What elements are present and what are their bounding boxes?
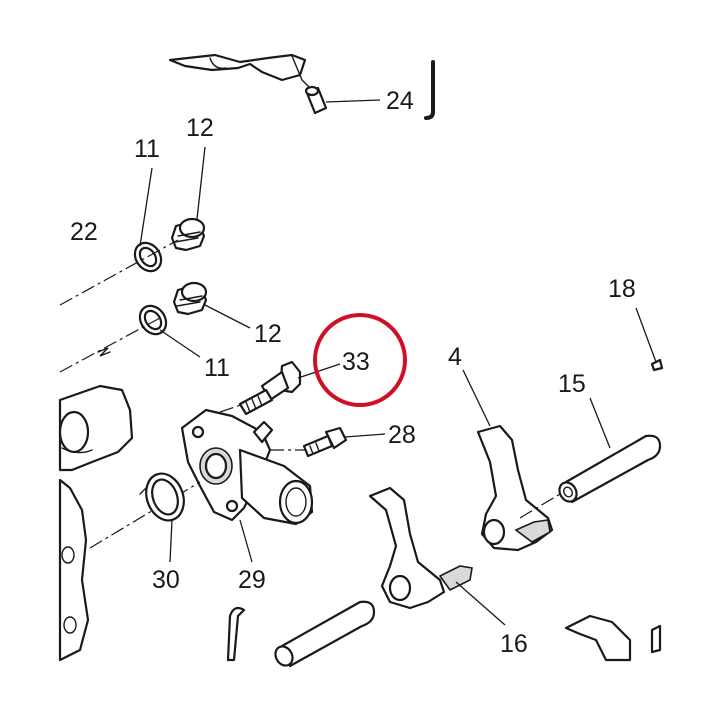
callout-24: 24: [386, 87, 414, 115]
callout-11-lower: 11: [204, 354, 230, 382]
part-15-rod: [558, 397, 662, 504]
axis-break: [97, 347, 111, 357]
part-30-circlip: [139, 472, 185, 563]
bracket-24: [424, 60, 435, 120]
lower-rod: [274, 600, 376, 668]
callout-15: 15: [558, 370, 586, 398]
axis-rod-15: [519, 493, 561, 519]
axis-lower: [59, 317, 161, 373]
callout-11-upper: 11: [134, 135, 160, 163]
left-housing-fragment: [58, 384, 134, 662]
axis-upper: [59, 239, 179, 306]
top-housing-fragment: [168, 53, 311, 89]
axis-bolt-33: [219, 403, 245, 413]
part-16-shift-fork: [368, 486, 506, 626]
callout-18: 18: [608, 275, 636, 303]
lower-right-fragment: [564, 614, 662, 662]
callout-16: 16: [500, 630, 528, 658]
part-12-plug-upper: [170, 146, 206, 252]
part-24-pin: [304, 85, 381, 115]
part-4-shift-fork: [462, 369, 554, 552]
part-29-flange-housing: [180, 408, 314, 563]
callout-33: 33: [342, 348, 370, 376]
callout-28: 28: [388, 421, 416, 449]
callout-22: 22: [70, 218, 98, 246]
part-12-plug-lower: [172, 281, 251, 329]
callout-29: 29: [238, 566, 266, 594]
part-33-hex-bolt: [238, 360, 341, 416]
highlight-circle-33: [313, 313, 407, 407]
callout-12-upper: 12: [186, 114, 214, 142]
part-28-bolt: [302, 426, 386, 458]
part-18-pin: [635, 307, 664, 372]
axis-flange: [89, 481, 201, 549]
callout-12-lower: 12: [254, 320, 282, 348]
callout-4: 4: [448, 343, 462, 371]
part-11-washer-upper: [133, 167, 163, 273]
callout-30: 30: [152, 566, 180, 594]
lower-hook: [226, 606, 246, 662]
